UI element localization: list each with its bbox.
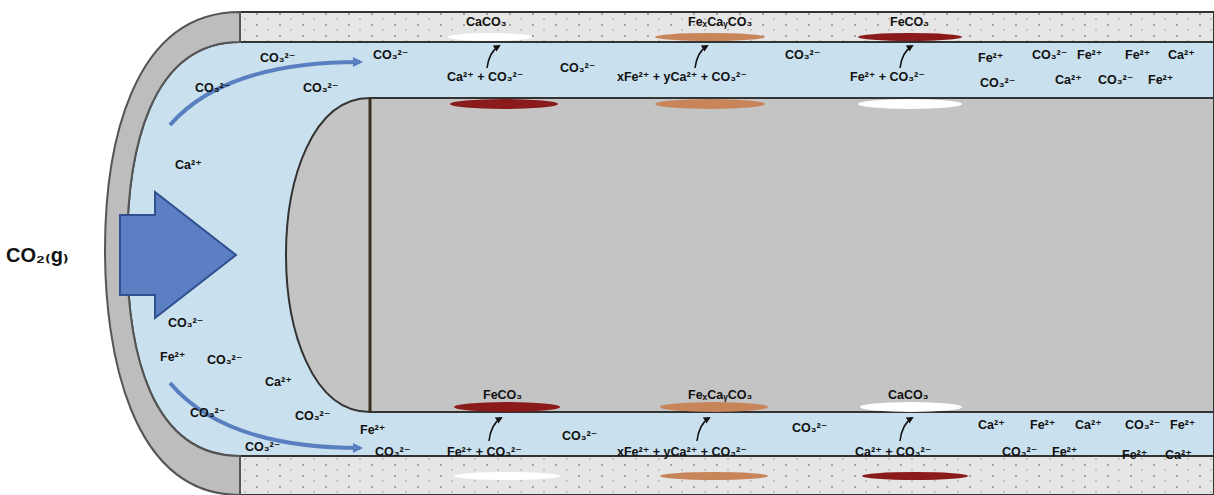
ion-label: CO₃²⁻: [168, 315, 203, 331]
ion-label: Fe²⁺: [1125, 47, 1150, 63]
ion-label: Ca²⁺: [265, 374, 292, 390]
ion-label: CO₃²⁻: [792, 420, 827, 436]
ion-label: Ca²⁺: [175, 157, 202, 173]
reaction-label: Ca²⁺ + CO₃²⁻: [447, 69, 523, 85]
ion-label: Fe²⁺: [1170, 417, 1195, 433]
ion-label: Fe²⁺: [1122, 447, 1147, 463]
reaction-label: xFe²⁺ + yCa²⁺ + CO₃²⁻: [617, 69, 747, 85]
ion-label: CO₃²⁻: [562, 428, 597, 444]
ion-label: Ca²⁺: [1055, 72, 1082, 88]
ion-label: Ca²⁺: [1075, 417, 1102, 433]
ion-label: Fe²⁺: [360, 422, 385, 438]
ion-label: Ca²⁺: [1168, 47, 1195, 63]
ion-label: Fe²⁺: [978, 50, 1003, 66]
ion-label: CO₃²⁻: [207, 352, 242, 368]
ion-label: CO₃²⁻: [260, 50, 295, 66]
deposit-label: CaCO₃: [466, 14, 507, 30]
deposit-label: FeₓCaᵧCO₃: [688, 387, 752, 403]
ion-label: CO₃²⁻: [373, 47, 408, 63]
reaction-label: xFe²⁺ + yCa²⁺ + CO₃²⁻: [617, 444, 747, 460]
ion-label: CO₃²⁻: [1002, 444, 1037, 460]
ion-label: CO₃²⁻: [245, 439, 280, 455]
ion-label: CO₃²⁻: [190, 405, 225, 421]
reaction-label: Fe²⁺ + CO₃²⁻: [447, 444, 522, 460]
reaction-label: Ca²⁺ + CO₃²⁻: [855, 444, 931, 460]
ion-label: Ca²⁺: [1165, 447, 1192, 463]
ion-label: CO₃²⁻: [1098, 72, 1133, 88]
ion-label: CO₃²⁻: [1125, 417, 1160, 433]
ion-label: Fe²⁺: [160, 349, 185, 365]
ion-label: CO₃²⁻: [980, 75, 1015, 91]
ion-label: Fe²⁺: [1077, 47, 1102, 63]
ion-label: CO₃²⁻: [1032, 47, 1067, 63]
ion-label: CO₃²⁻: [785, 47, 820, 63]
reaction-label: Fe²⁺ + CO₃²⁻: [850, 69, 925, 85]
ion-label: CO₃²⁻: [375, 444, 410, 460]
ion-label: CO₃²⁻: [560, 60, 595, 76]
ion-label: Fe²⁺: [1052, 444, 1077, 460]
ion-label: Fe²⁺: [1030, 417, 1055, 433]
deposit-label: FeₓCaᵧCO₃: [688, 14, 752, 30]
ion-label: Fe²⁺: [1148, 72, 1173, 88]
deposit-label: FeCO₃: [890, 14, 929, 30]
ion-label: CO₃²⁻: [195, 80, 230, 96]
deposit-label: FeCO₃: [483, 387, 522, 403]
ion-label: Ca²⁺: [978, 417, 1005, 433]
ion-label: CO₃²⁻: [295, 408, 330, 424]
gas-label: CO₂₍g₎: [6, 243, 69, 267]
ion-label: CO₃²⁻: [303, 80, 338, 96]
deposit-label: CaCO₃: [888, 387, 929, 403]
